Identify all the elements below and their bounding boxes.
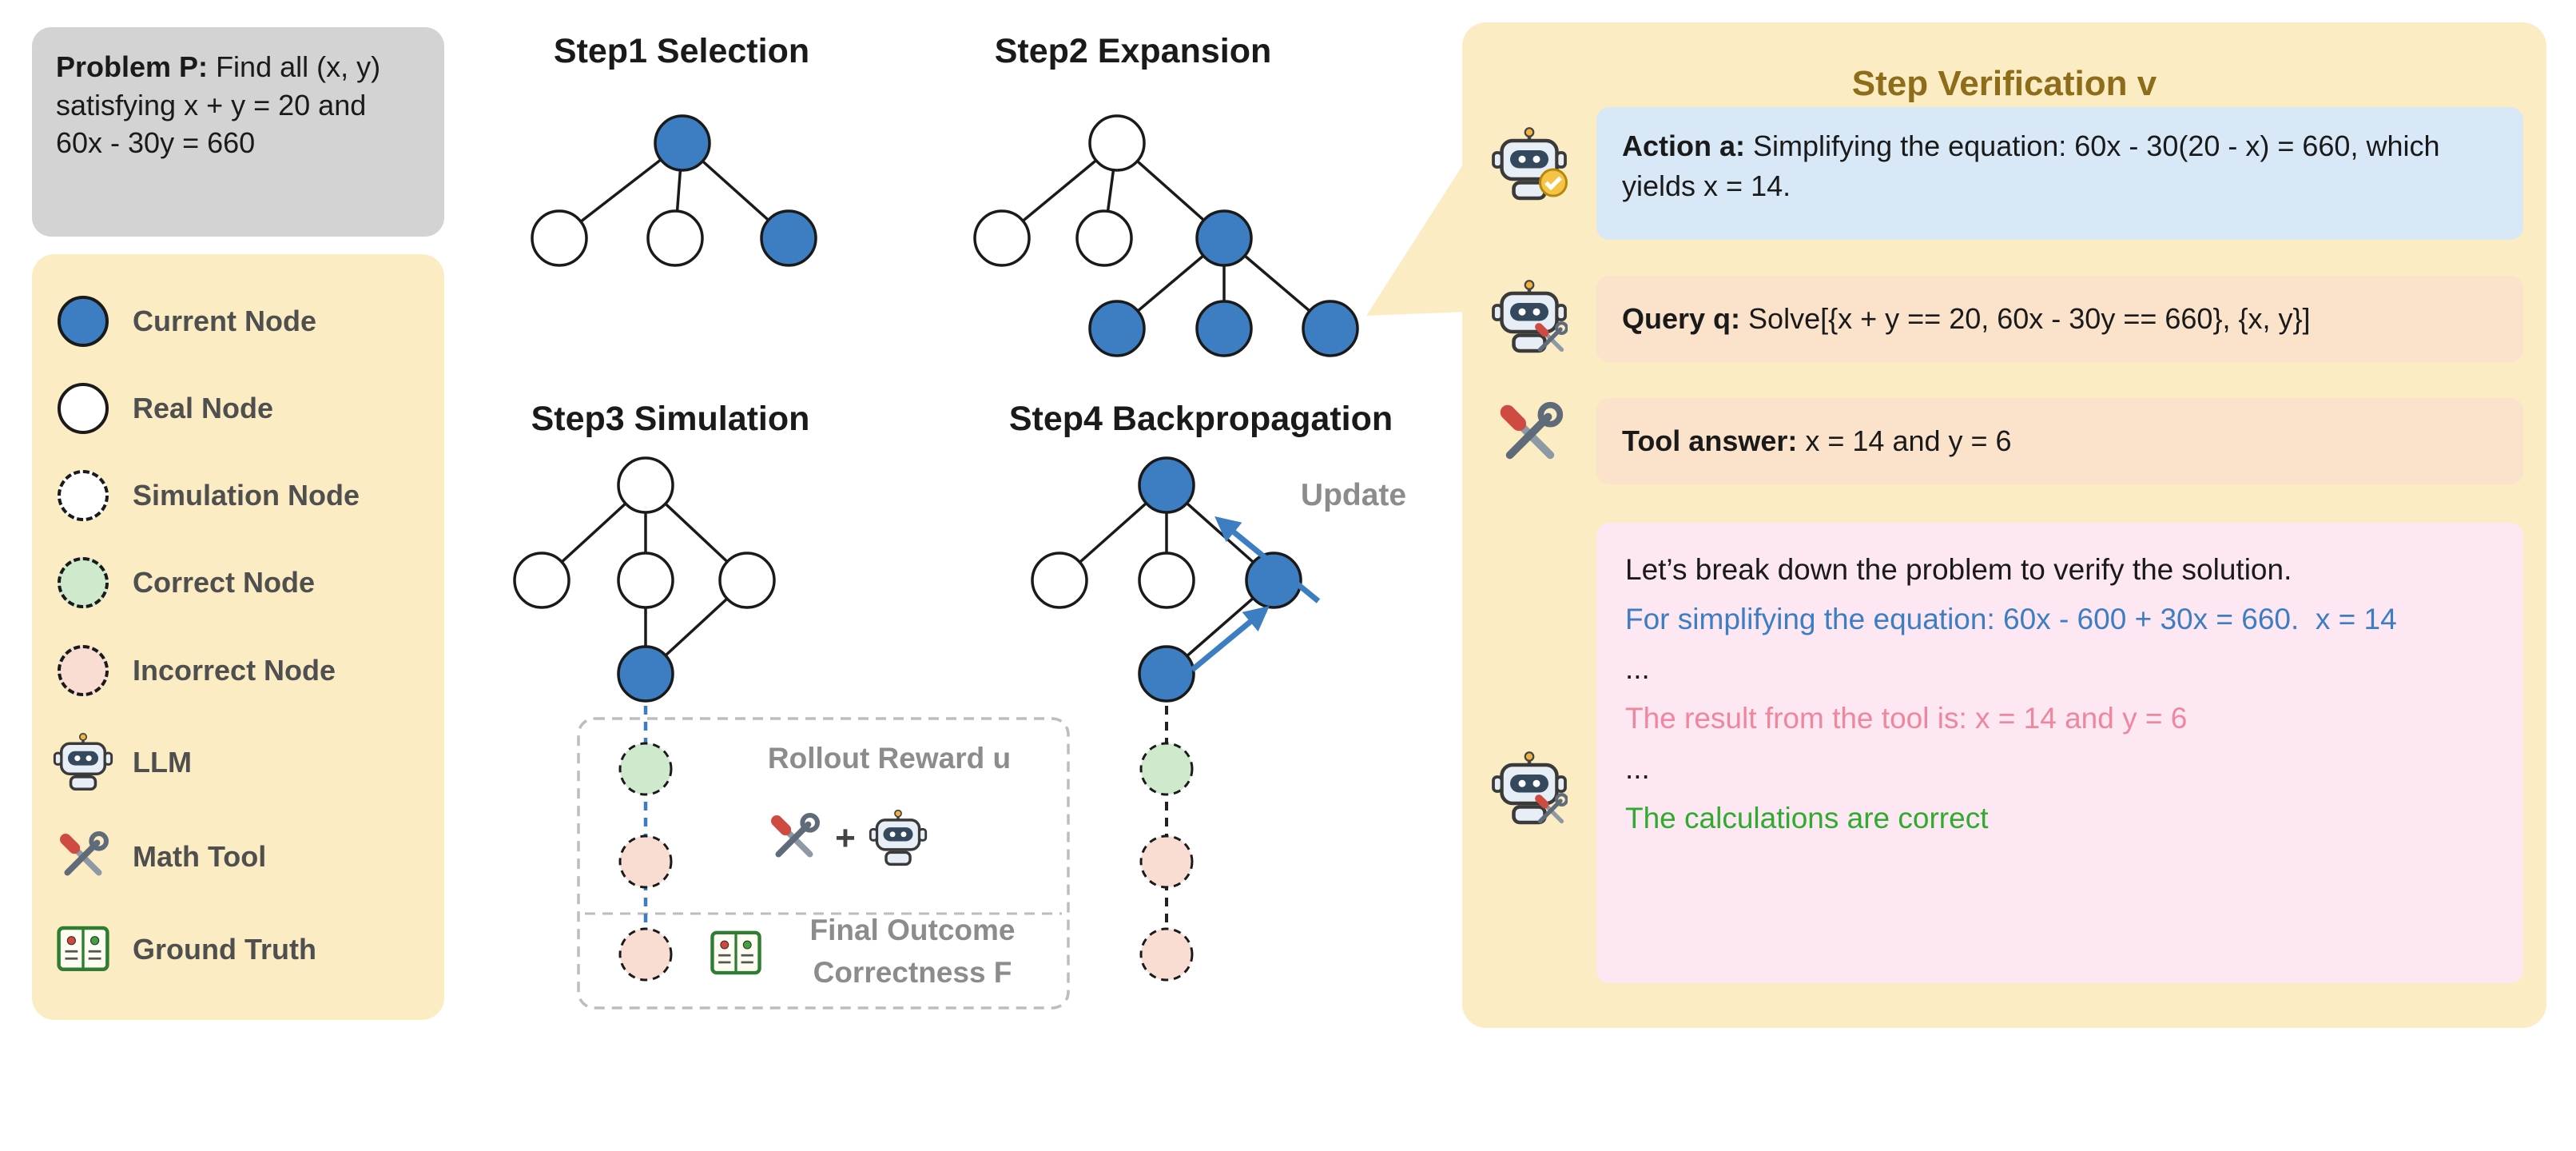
tree-node	[1138, 456, 1195, 514]
problem-box: Problem P: Find all (x, y) satisfying x …	[32, 27, 444, 237]
legend-label: Incorrect Node	[133, 653, 336, 687]
simulation-node-correct	[1139, 742, 1194, 796]
legend-item-correct-node: Correct Node	[50, 557, 428, 609]
step1-title: Step1 Selection	[553, 32, 810, 70]
tree-node	[1195, 300, 1253, 357]
update-arrow	[1190, 605, 1270, 672]
query-box: Query q: Solve[{x + y == 20, 60x - 30y =…	[1596, 276, 2523, 362]
reasoning-line-intro: Let’s break down the problem to verify t…	[1625, 553, 2292, 586]
legend-item-llm: LLM	[50, 731, 428, 793]
tree-node	[617, 552, 674, 609]
tree-node	[654, 114, 711, 172]
legend-label: Current Node	[133, 305, 317, 337]
tree-node	[646, 209, 704, 267]
tree-node	[531, 209, 588, 267]
tree-node	[1245, 552, 1302, 609]
tree-step4-backpropagation	[1031, 456, 1321, 982]
reasoning-line-simplify: For simplifying the equation: 60x - 600 …	[1625, 603, 2397, 636]
reasoning-line-conclusion: The calculations are correct	[1625, 801, 1989, 834]
tree-step1-selection	[531, 114, 817, 267]
tool-answer-label: Tool answer:	[1622, 424, 1798, 457]
tree-node	[513, 552, 570, 609]
llm-check-icon	[1491, 126, 1568, 203]
legend-item-incorrect-node: Incorrect Node	[50, 644, 428, 696]
legend-item-ground-truth: Ground Truth	[50, 921, 428, 978]
tree-node	[1075, 209, 1133, 267]
tree-node	[1088, 114, 1146, 172]
tree-step2-expansion	[973, 114, 1359, 357]
legend-label: Real Node	[133, 392, 274, 425]
robot-icon	[869, 809, 928, 866]
legend-item-real-node: Real Node	[50, 383, 428, 435]
legend-item-simulation-node: Simulation Node	[50, 470, 428, 522]
tree-node	[760, 209, 817, 267]
book-icon	[50, 921, 117, 978]
book-icon	[708, 926, 764, 982]
legend-label: Correct Node	[133, 566, 316, 599]
action-box: Action a: Simplifying the equation: 60x …	[1596, 107, 2523, 240]
final-outcome-label: Final Outcome Correctness F	[809, 914, 1016, 989]
llm-tool-icon	[1491, 751, 1568, 827]
simulation-node-incorrect	[618, 834, 673, 889]
speech-pointer	[1366, 156, 1469, 316]
reasoning-ellipsis: ...	[1625, 652, 1650, 686]
tree-node	[973, 209, 1031, 267]
problem-label: Problem P:	[56, 50, 209, 83]
tree-node	[1138, 645, 1195, 703]
query-text: Solve[{x + y == 20, 60x - 30y == 660}, {…	[1748, 301, 2311, 335]
rollout-reward-label: Rollout Reward u	[767, 742, 1012, 775]
correct-node-symbol	[50, 557, 117, 609]
tree-node	[617, 645, 674, 703]
incorrect-node-symbol	[50, 644, 117, 696]
tree-node	[1195, 209, 1253, 267]
simulation-node-incorrect	[1139, 927, 1194, 982]
simulation-node-correct	[618, 742, 673, 796]
verification-title: Step Verification v	[1851, 64, 2157, 103]
legend-item-math-tool: Math Tool	[50, 829, 428, 885]
verification-panel: Step Verification v Action a: Simplifyin…	[1462, 22, 2546, 1028]
tools-icon	[1494, 399, 1566, 471]
tree-node	[1088, 300, 1146, 357]
legend-label: Math Tool	[133, 839, 267, 873]
llm-tool-icon	[1491, 279, 1568, 356]
rollout-reward-region	[577, 717, 1070, 1010]
simulation-node-incorrect	[1139, 834, 1194, 889]
legend-item-current-node: Current Node	[50, 296, 428, 347]
tree-node	[1302, 300, 1359, 357]
legend-label: Simulation Node	[133, 479, 360, 512]
robot-icon	[50, 731, 117, 793]
simulation-node-symbol	[50, 470, 117, 522]
query-label: Query q:	[1622, 301, 1741, 335]
tools-icon	[50, 829, 117, 885]
reasoning-ellipsis: ...	[1625, 751, 1650, 785]
plus-sign: +	[835, 818, 856, 858]
current-node-symbol	[50, 296, 117, 347]
real-node-symbol	[50, 383, 117, 435]
reasoning-line-tool-result: The result from the tool is: x = 14 and …	[1625, 702, 2188, 735]
step3-title: Step3 Simulation	[531, 400, 810, 438]
tools-icon	[766, 810, 822, 866]
mcts-trees-figure	[513, 114, 1469, 1010]
rollout-reward-icons: +	[719, 809, 975, 868]
verification-reasoning-box: Let’s break down the problem to verify t…	[1596, 523, 2523, 983]
action-text: Simplifying the equation: 60x - 30(20 - …	[1622, 129, 2440, 203]
step4-title: Step4 Backpropagation	[1008, 400, 1393, 438]
tool-answer-text: x = 14 and y = 6	[1805, 424, 2012, 457]
action-label: Action a:	[1622, 129, 1746, 162]
problem-text: Find all (x, y) satisfying x + y = 20 an…	[56, 50, 381, 160]
legend-panel: Current Node Real Node Simulation Node C…	[32, 254, 444, 1020]
tree-node	[1138, 552, 1195, 609]
update-arrow	[1214, 516, 1321, 603]
tool-answer-box: Tool answer: x = 14 and y = 6	[1596, 398, 2523, 484]
tree-node	[718, 552, 776, 609]
step2-title: Step2 Expansion	[994, 32, 1272, 70]
legend-label: LLM	[133, 745, 192, 779]
tree-node	[1031, 552, 1088, 609]
tree-node	[617, 456, 674, 514]
update-label: Update	[1300, 478, 1407, 512]
simulation-node-incorrect	[618, 927, 673, 982]
legend-label: Ground Truth	[133, 932, 316, 966]
tree-step3-simulation	[513, 456, 1070, 1010]
